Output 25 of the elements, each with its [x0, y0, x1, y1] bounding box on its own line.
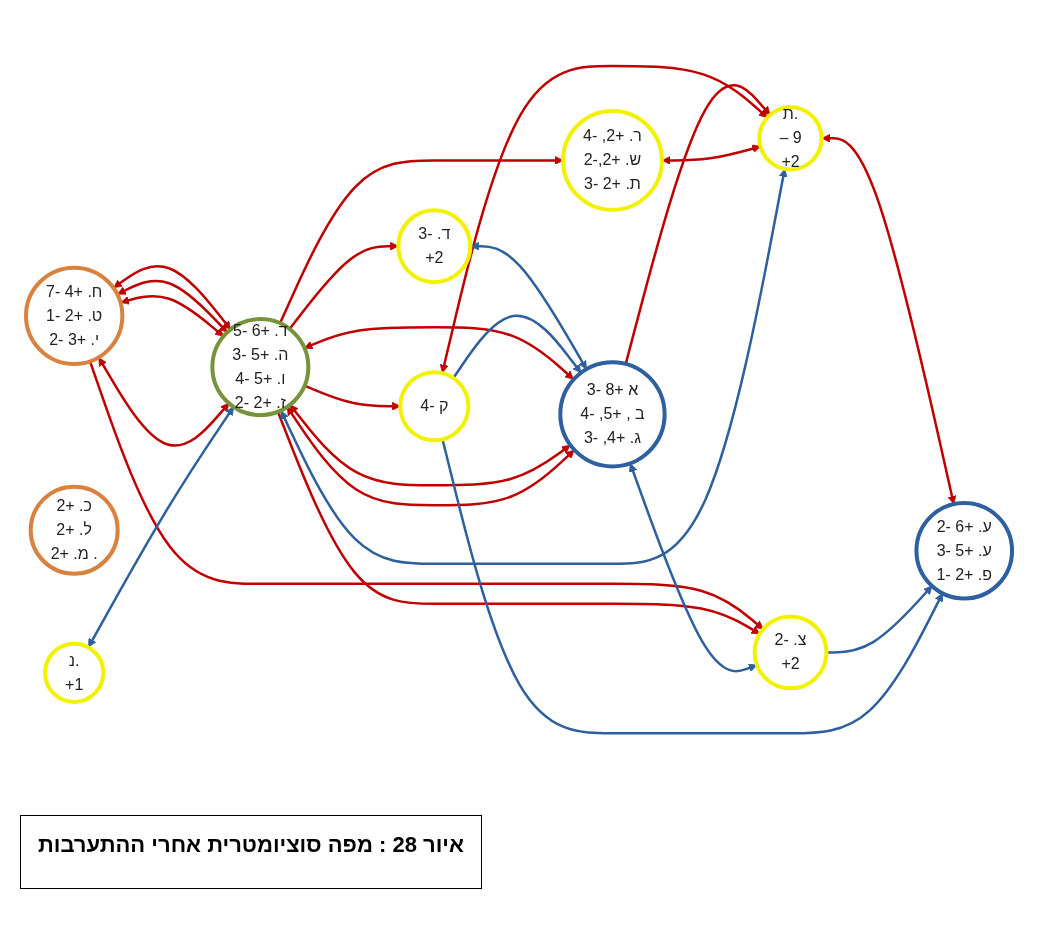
arrow	[290, 404, 571, 487]
arrow	[304, 326, 575, 380]
arrow	[117, 280, 229, 334]
node-circle: ד. +6 -5 ה. +5 -3 ו. +5 -4 ז. +2 -2	[210, 317, 311, 418]
arrow	[625, 84, 771, 365]
arrow	[113, 265, 232, 331]
arrow	[89, 361, 764, 630]
arrow	[280, 168, 788, 566]
node-circle: ר. +2, -4 ש. +2,-2 ת. +2 -3	[561, 109, 665, 213]
arrow	[287, 406, 575, 507]
node-circle: ק -4	[398, 370, 471, 443]
arrow	[441, 439, 944, 735]
arrow	[277, 411, 761, 635]
figure-caption: איור 28 : מפה סוציומטרית אחרי ההתערבות	[20, 815, 482, 889]
arrow	[88, 406, 235, 648]
arrow	[822, 134, 957, 505]
arrow	[121, 295, 225, 338]
node-circle: ח. +4 -7 ט. +2 -1 י. +3 -2	[24, 266, 125, 367]
arrow	[452, 314, 582, 380]
arrow	[98, 357, 230, 447]
node-circle: א +8 -3 ב , +5, -4 ג. +4, -3	[558, 360, 668, 469]
node-circle: ע. +6 -2 ע. +5 -3 פ. +2 -1	[914, 501, 1015, 601]
arrow	[440, 65, 769, 374]
arrow	[629, 463, 758, 673]
node-circle: כ. +2 ל. +2 מ. +2 .	[29, 485, 121, 577]
